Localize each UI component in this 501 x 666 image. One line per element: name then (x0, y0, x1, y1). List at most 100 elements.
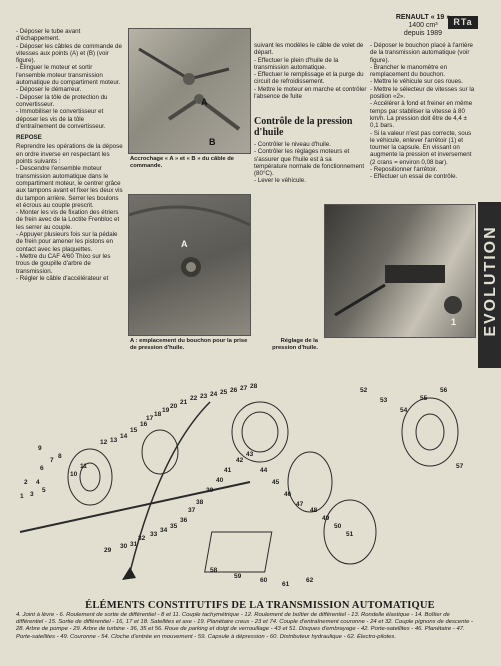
page-header: RENAULT « 19 » 1400 cm³ depuis 1989 (368, 14, 478, 38)
diagram-part-number: 62 (306, 577, 314, 584)
diagram-part-number: 38 (196, 499, 204, 506)
list-item: - Effectuer un essai de contrôle. (370, 173, 458, 181)
list-item: - Descendre l'ensemble moteur transmissi… (16, 165, 123, 209)
list-item: - Immobiliser le convertisseur et dépose… (16, 108, 106, 130)
diagram-part-number: 60 (260, 577, 268, 584)
list-item: - Effectuer le remplissage et la purge d… (254, 71, 364, 86)
diagram-part-number: 57 (456, 463, 464, 470)
rta-logo: RTa (448, 16, 478, 29)
text-column-middle-bottom: Contrôle de la pression d'huile - Contrô… (254, 116, 366, 198)
diagram-part-number: 19 (162, 407, 170, 414)
list-item: - Déposer le bouchon placé à l'arrière d… (370, 42, 473, 64)
text-column-middle-top: suivant les modèles le câble de volet de… (254, 42, 368, 112)
list-item: - Élinguer le moteur et sortir l'ensembl… (16, 64, 121, 87)
diagram-part-number: 11 (80, 463, 87, 470)
list-item: - Mettre le sélecteur de vitesses sur la… (370, 85, 475, 101)
list-item: - Déposer les câbles de commande de vite… (16, 42, 122, 65)
diagram-part-number: 32 (138, 535, 146, 542)
photo-plug-sketch (129, 205, 250, 277)
diagram-part-number: 44 (260, 467, 268, 474)
section-tab: EVOLUTION (478, 202, 501, 368)
list-item: - Déposer la tôle de protection du conve… (16, 93, 108, 108)
list-item: - Déposer le démarreur. (16, 86, 82, 94)
diagram-part-number: 43 (246, 451, 254, 458)
diagram-part-number: 9 (38, 445, 42, 452)
diagram-part-number: 50 (334, 523, 342, 530)
diagram-part-number: 53 (380, 397, 388, 404)
caption-photo-3: Réglage de la pression d'huile. (272, 338, 318, 351)
diagram-part-number: 14 (120, 433, 128, 440)
header-subtitle-displacement: 1400 cm³ (408, 22, 438, 29)
list-item: - Accélérer à fond et freiner en même te… (370, 100, 473, 130)
diagram-part-number: 34 (160, 527, 168, 534)
list-item: - Monter les vis de fixation des étriers… (16, 209, 120, 231)
caption-photo-2: A : emplacement du bouchon pour la prise… (130, 338, 248, 351)
diagram-part-number: 16 (140, 421, 148, 428)
list-item: - Contrôler le niveau d'huile. (254, 141, 331, 148)
photo-adjust-sketch (334, 265, 462, 317)
diagram-part-number: 39 (206, 487, 214, 494)
diagram-part-number: 49 (322, 515, 330, 522)
list-item: - Brancher le manomètre en remplacement … (370, 63, 448, 79)
diagram-part-number: 30 (120, 543, 128, 550)
diagram-part-number: 10 (70, 471, 78, 478)
diagram-part-number: 13 (110, 437, 118, 444)
header-subtitle-date: depuis 1989 (403, 30, 443, 37)
list-item: - Mettre le véhicule sur ces roues. (370, 78, 463, 86)
photo-label-1: 1 (451, 317, 457, 327)
diagram-differential (67, 448, 113, 506)
diagram-part-number: 40 (216, 477, 224, 484)
diagram-part-number: 45 (272, 479, 280, 486)
diagram-part-number: 20 (170, 403, 178, 410)
paragraph: suivant les modèles le câble de volet de… (254, 42, 364, 57)
diagram-part-number: 18 (154, 411, 162, 418)
diagram-part-number: 41 (224, 467, 232, 474)
list-item: - Lever le véhicule. (254, 177, 306, 185)
diagram-part-number: 28 (250, 383, 258, 390)
diagram-part-number: 58 (210, 567, 218, 574)
text-column-right: - Déposer le bouchon placé à l'arrière d… (370, 42, 476, 204)
diagram-part-number: 26 (230, 387, 238, 394)
photo-label-a: A (181, 239, 188, 249)
photo-label-b: B (209, 137, 216, 147)
diagram-part-number: 42 (236, 457, 244, 464)
diagram-part-number: 1 (20, 493, 24, 500)
diagram-part-number: 51 (346, 531, 354, 538)
diagram-part-number: 59 (234, 573, 242, 580)
diagram-part-number: 48 (310, 507, 318, 514)
diagram-part-number: 35 (170, 523, 178, 530)
diagram-clutch-pack (231, 401, 289, 463)
list-item: - Régler le câble d'accélérateur et (16, 274, 109, 282)
diagram-bell-housing (401, 397, 459, 467)
diagram-part-number: 5 (42, 487, 46, 494)
list-item: - Mettre du CAF 4/60 Thixo sur les trous… (16, 252, 111, 275)
diagram-part-number: 2 (24, 479, 28, 486)
diagram-part-number: 56 (440, 387, 448, 394)
list-item: - Si la valeur n'est pas correcte, sous … (370, 129, 472, 166)
diagram-part-number: 4 (36, 479, 40, 486)
list-item: - Mettre le moteur en marche et contrôle… (254, 85, 367, 101)
diagram-part-number: 23 (200, 393, 208, 400)
text-column-left: - Déposer le tube avant d'échappement. -… (16, 28, 123, 368)
diagram-part-number: 47 (296, 501, 304, 508)
diagram-part-number: 15 (130, 427, 138, 434)
diagram-part-number: 12 (100, 439, 108, 446)
photo-pressure-adjustment: 1 (324, 204, 476, 338)
photo-cable-attachment: A B (128, 28, 251, 154)
diagram-part-number: 7 (50, 457, 54, 464)
list-item: - Repositionner l'arrêtoir. (370, 166, 438, 174)
diagram-part-number: 29 (104, 547, 112, 554)
diagram-title: ÉLÉMENTS CONSTITUTIFS DE LA TRANSMISSION… (85, 600, 435, 611)
photo-pressure-plug: A (128, 194, 251, 336)
diagram-part-number: 55 (420, 395, 428, 402)
diagram-part-number: 3 (30, 491, 34, 498)
diagram-part-number: 61 (282, 581, 290, 588)
section-tab-label: EVOLUTION (482, 225, 499, 337)
list-item: - Effectuer le plein d'huile de la trans… (254, 56, 339, 71)
diagram-part-number: 22 (190, 395, 198, 402)
diagram-part-number: 36 (180, 517, 188, 524)
diagram-part-number: 25 (220, 389, 228, 396)
caption-photo-1: Accrochage « A » et « B » du câble de co… (130, 156, 234, 169)
section-heading-oil-pressure: Contrôle de la pression d'huile (254, 116, 353, 138)
